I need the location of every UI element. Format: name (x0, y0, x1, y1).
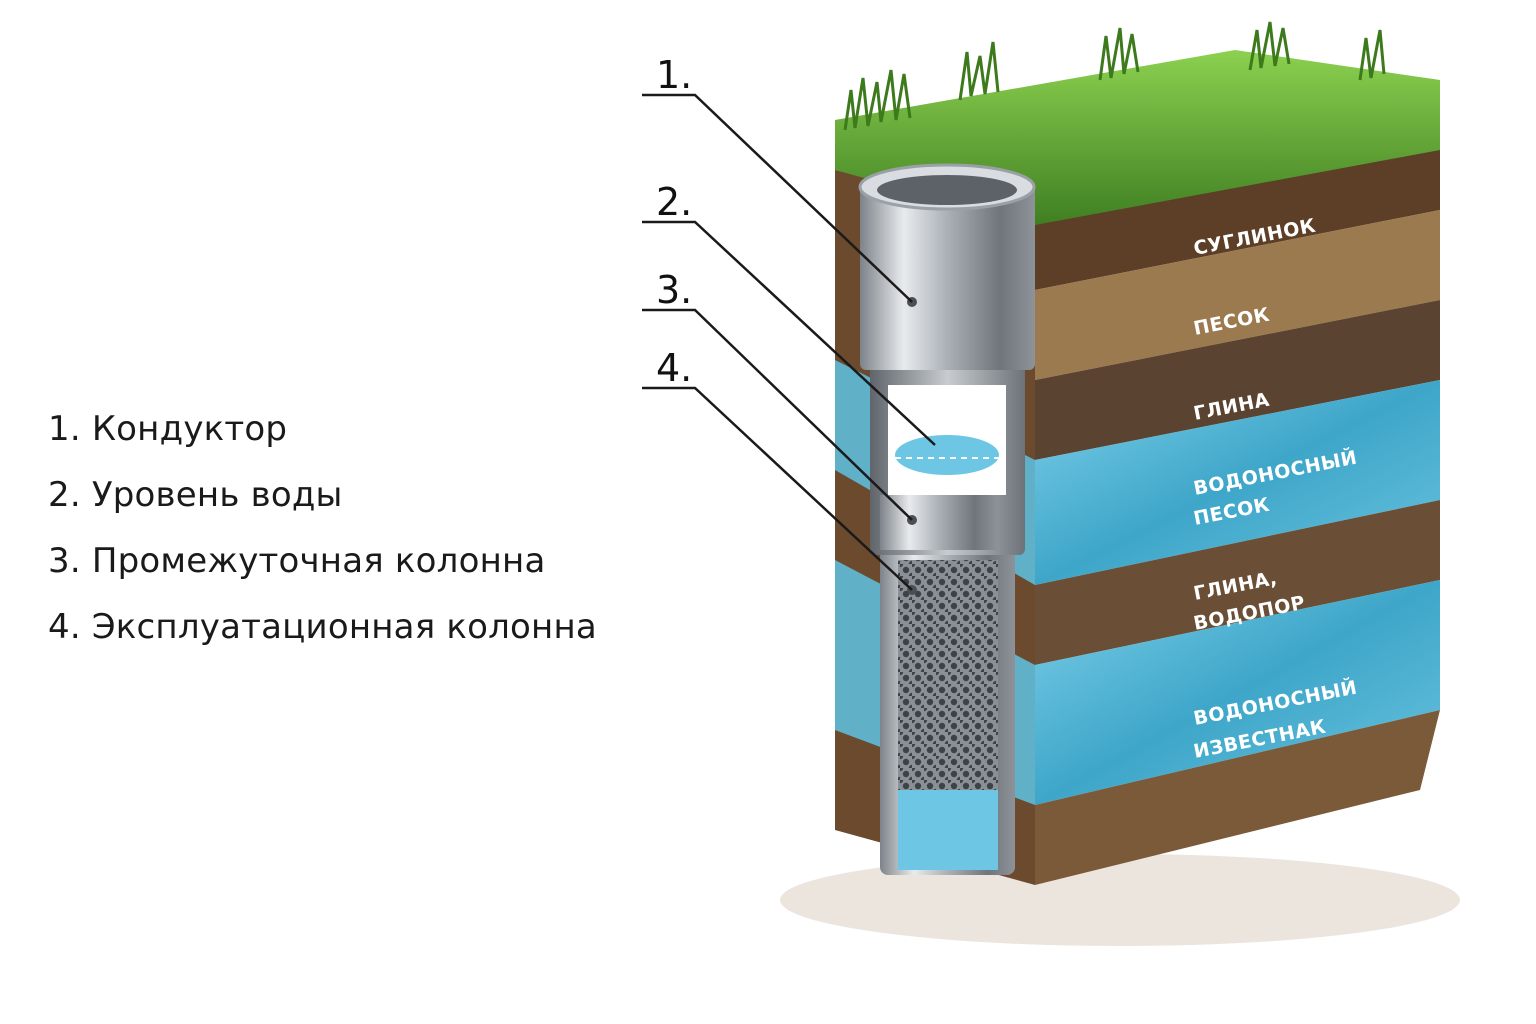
layer-water-limestone (1035, 580, 1440, 805)
filter-mesh (898, 560, 998, 795)
leader-line-1 (642, 93, 913, 303)
layer-water-sand (1035, 380, 1440, 585)
layer-bottom-soil (1035, 710, 1440, 885)
legend: 1. Кондуктор 2. Уровень воды 3. Промежут… (48, 404, 597, 668)
layer-loam (1035, 140, 1440, 290)
leader-line-4 (642, 386, 913, 591)
callout-number-3: 3. (656, 268, 693, 312)
callout-number-1: 1. (656, 53, 693, 97)
ground-shadow (780, 854, 1460, 946)
intermediate-collar (880, 495, 998, 550)
legend-item-intermediate-column: 3. Промежуточная колонна (48, 541, 546, 581)
layer-clay-aquitard (1035, 500, 1440, 665)
legend-item-conductor: 1. Кондуктор (48, 409, 288, 449)
leader-lines (642, 93, 936, 591)
leader-line-2 (642, 220, 936, 446)
well-casing (858, 163, 1036, 875)
leader-line-3 (642, 308, 913, 521)
callout-number-2: 2. (656, 180, 693, 224)
layer-sand (1035, 210, 1440, 380)
conductor-opening (877, 175, 1017, 205)
callout-number-4: 4. (656, 346, 693, 390)
conductor-pipe (860, 185, 1035, 370)
grass-blades (843, 21, 1386, 131)
layer-clay (1035, 300, 1440, 460)
legend-item-water-level: 2. Уровень воды (48, 475, 343, 515)
legend-item-production-column: 4. Эксплуатационная колонна (48, 607, 597, 647)
water-level-surface (895, 435, 999, 475)
bottom-water (898, 790, 998, 870)
